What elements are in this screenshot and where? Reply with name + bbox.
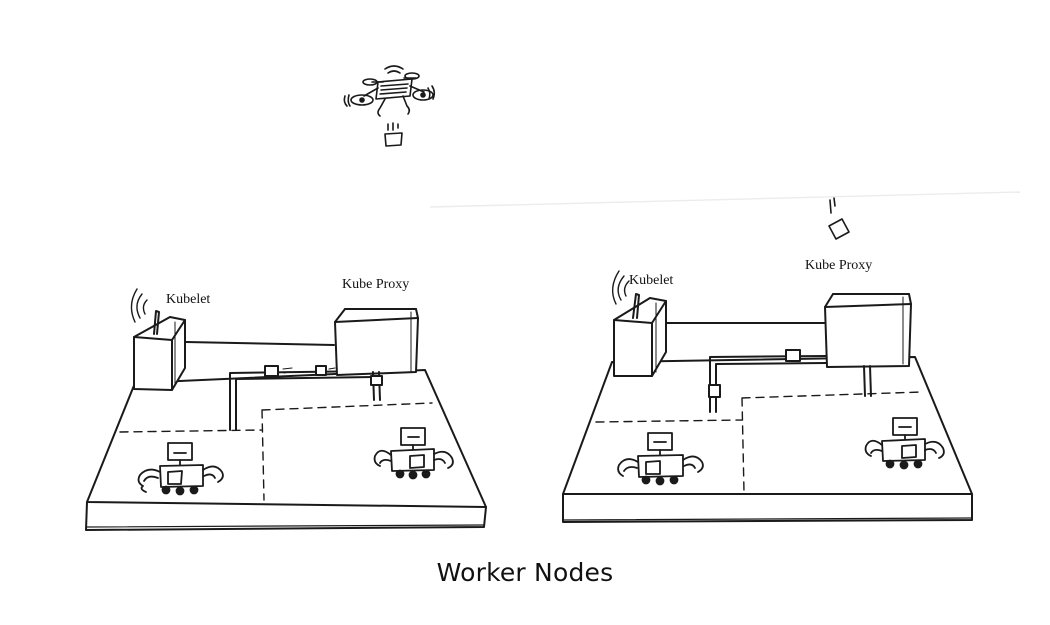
kube-proxy-label: Kube Proxy — [342, 277, 410, 292]
kube-proxy-box — [824, 293, 912, 368]
robot-icon — [617, 432, 704, 486]
kube-proxy-label: Kube Proxy — [805, 258, 873, 273]
kubelet-box — [133, 316, 186, 391]
package-icon — [828, 197, 850, 240]
robot-icon — [373, 427, 454, 480]
worker-node-1 — [85, 288, 487, 531]
kube-proxy-box — [334, 308, 419, 376]
package-icon — [264, 365, 336, 377]
robot-icon — [137, 442, 224, 496]
worker-node-2 — [562, 270, 973, 523]
antenna-icon — [130, 288, 160, 335]
robot-icon — [864, 417, 945, 470]
package-icon — [384, 132, 403, 147]
kubelet-label: Kubelet — [166, 292, 211, 307]
drone-icon — [343, 65, 436, 131]
kubelet-label: Kubelet — [629, 273, 674, 288]
package-icon — [785, 349, 801, 362]
diagram-caption: Worker Nodes — [436, 558, 614, 587]
kubelet-box — [613, 297, 667, 377]
antenna-icon — [611, 270, 640, 319]
